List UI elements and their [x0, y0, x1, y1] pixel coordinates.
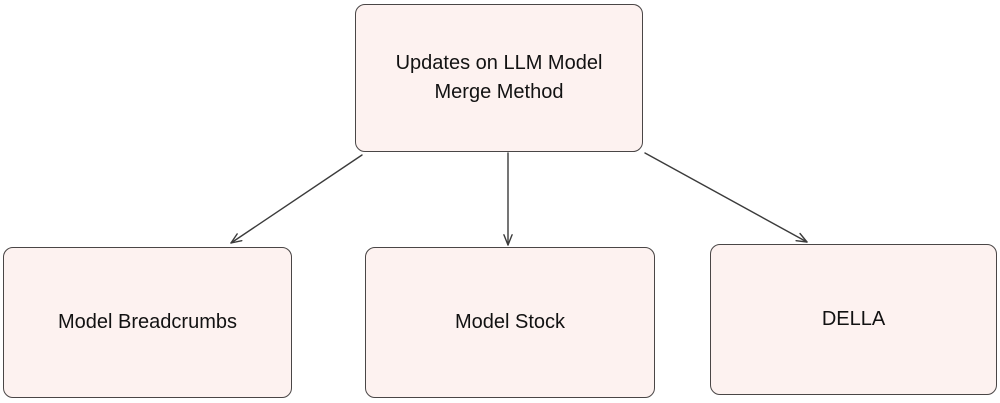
node-model-stock-label: Model Stock: [454, 311, 566, 333]
node-model-stock: Model Stock: [365, 247, 655, 398]
node-model-breadcrumbs-label: Model Breadcrumbs: [58, 311, 237, 333]
node-della-label: DELLA: [821, 308, 886, 330]
node-della: DELLA: [710, 244, 997, 395]
node-root: Updates on LLM Model Merge Method: [355, 4, 643, 152]
arrow-root-to-stock: [503, 152, 513, 246]
arrow-root-to-breadcrumbs: [230, 154, 363, 244]
node-model-breadcrumbs: Model Breadcrumbs: [3, 247, 292, 398]
arrow-root-to-della: [644, 152, 808, 243]
node-root-label: Updates on LLM Model Merge Method: [395, 52, 603, 103]
